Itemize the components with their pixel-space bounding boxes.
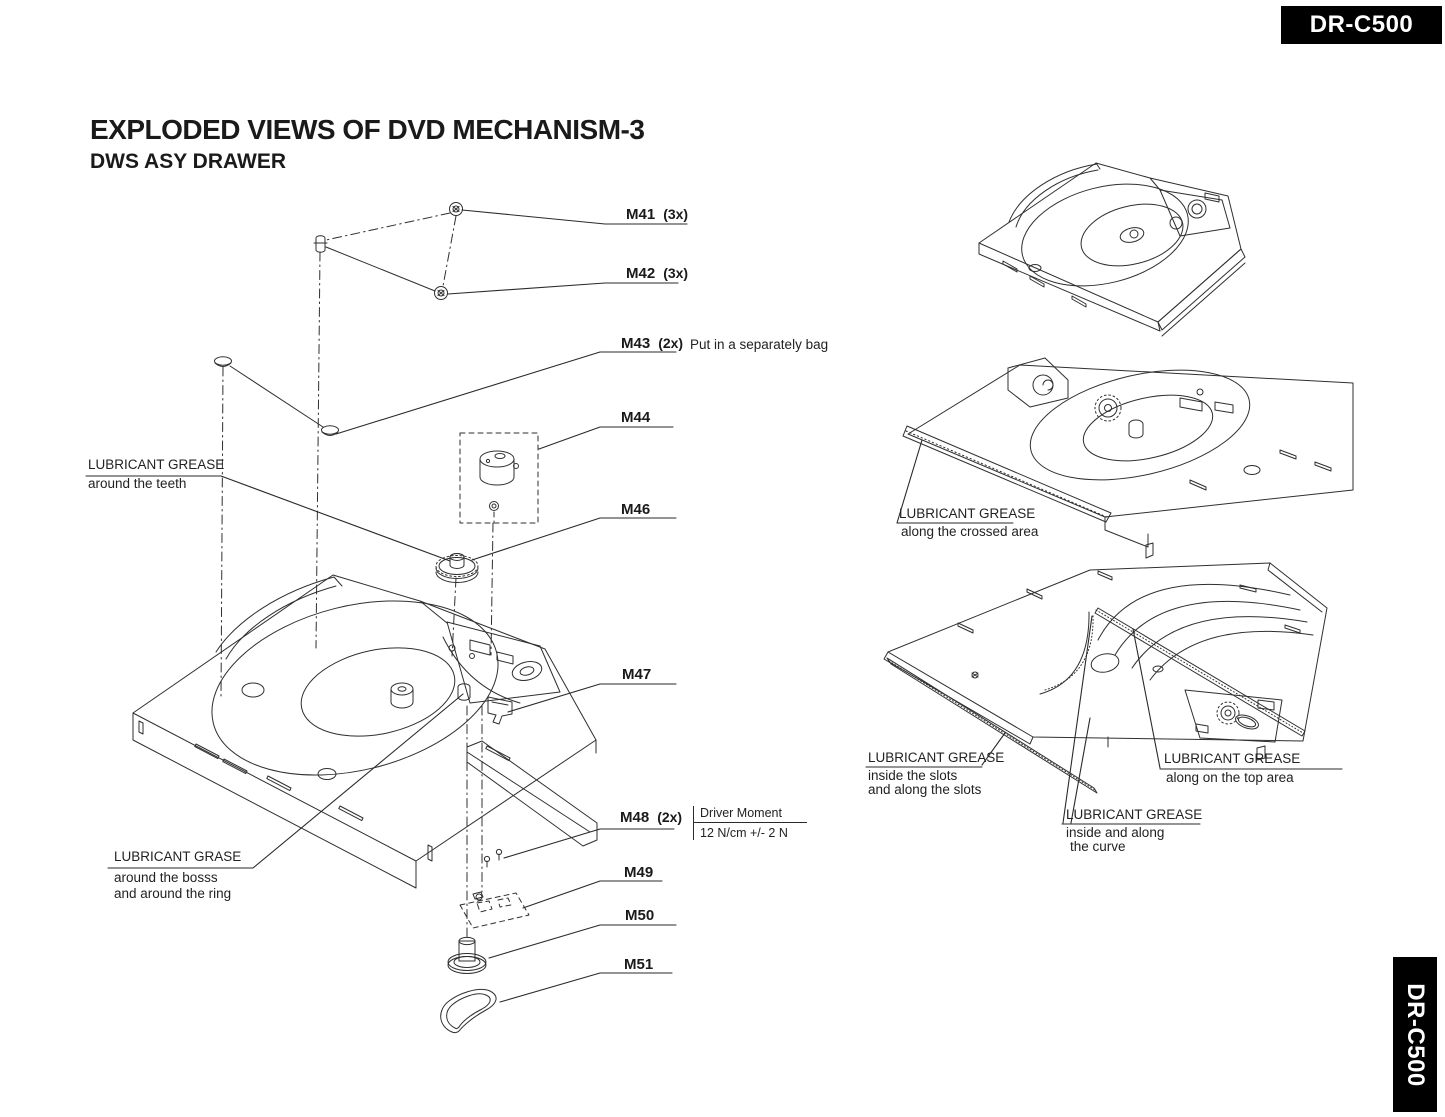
part-label-m50: M50 [625, 907, 655, 924]
grease-note-teeth: LUBRICANT GREASE around the teeth [88, 457, 225, 491]
part-label-m42: M42(3x) [626, 265, 689, 282]
model-badge-side-label: DR-C500 [1402, 982, 1429, 1087]
grease-note-top-area: LUBRICANT GREASE along on the top area [1164, 751, 1301, 785]
part-label-m46: M46 [621, 501, 651, 518]
page-title: EXPLODED VIEWS OF DVD MECHANISM-3 [90, 114, 645, 145]
part-label-m49: M49 [624, 864, 654, 881]
part-label-m51: M51 [624, 956, 654, 973]
exploded-view-dws-drawer [132, 202, 598, 1034]
part-label-m48: M48(2x) [620, 809, 683, 826]
grease-note-crossed-area: LUBRICANT GREASE along the crossed area [899, 506, 1039, 539]
tray-underside-view [883, 562, 1328, 794]
page-subtitle: DWS ASY DRAWER [90, 150, 287, 173]
part-note-m43: Put in a separately bag [690, 337, 829, 352]
grease-note-curve: LUBRICANT GREASE inside and along the cu… [1066, 807, 1203, 854]
torque-note: Driver Moment 12 N/cm +/- 2 N [693, 806, 807, 840]
model-badge-side: DR-C500 [1393, 957, 1437, 1112]
callout-lines [85, 209, 1343, 1003]
grease-note-boss: LUBRICANT GRASE around the bosss and aro… [114, 849, 242, 901]
model-badge: DR-C500 [1281, 6, 1442, 44]
tray-rack-view [902, 357, 1354, 559]
part-label-m47: M47 [622, 666, 652, 683]
grease-note-slots: LUBRICANT GREASE inside the slots and al… [868, 750, 1005, 797]
model-badge-label: DR-C500 [1309, 11, 1414, 38]
tray-assembled-view [978, 162, 1246, 337]
part-label-m43: M43(2x) [621, 335, 684, 352]
part-label-m41: M41(3x) [626, 206, 689, 223]
part-label-m44: M44 [621, 409, 651, 426]
